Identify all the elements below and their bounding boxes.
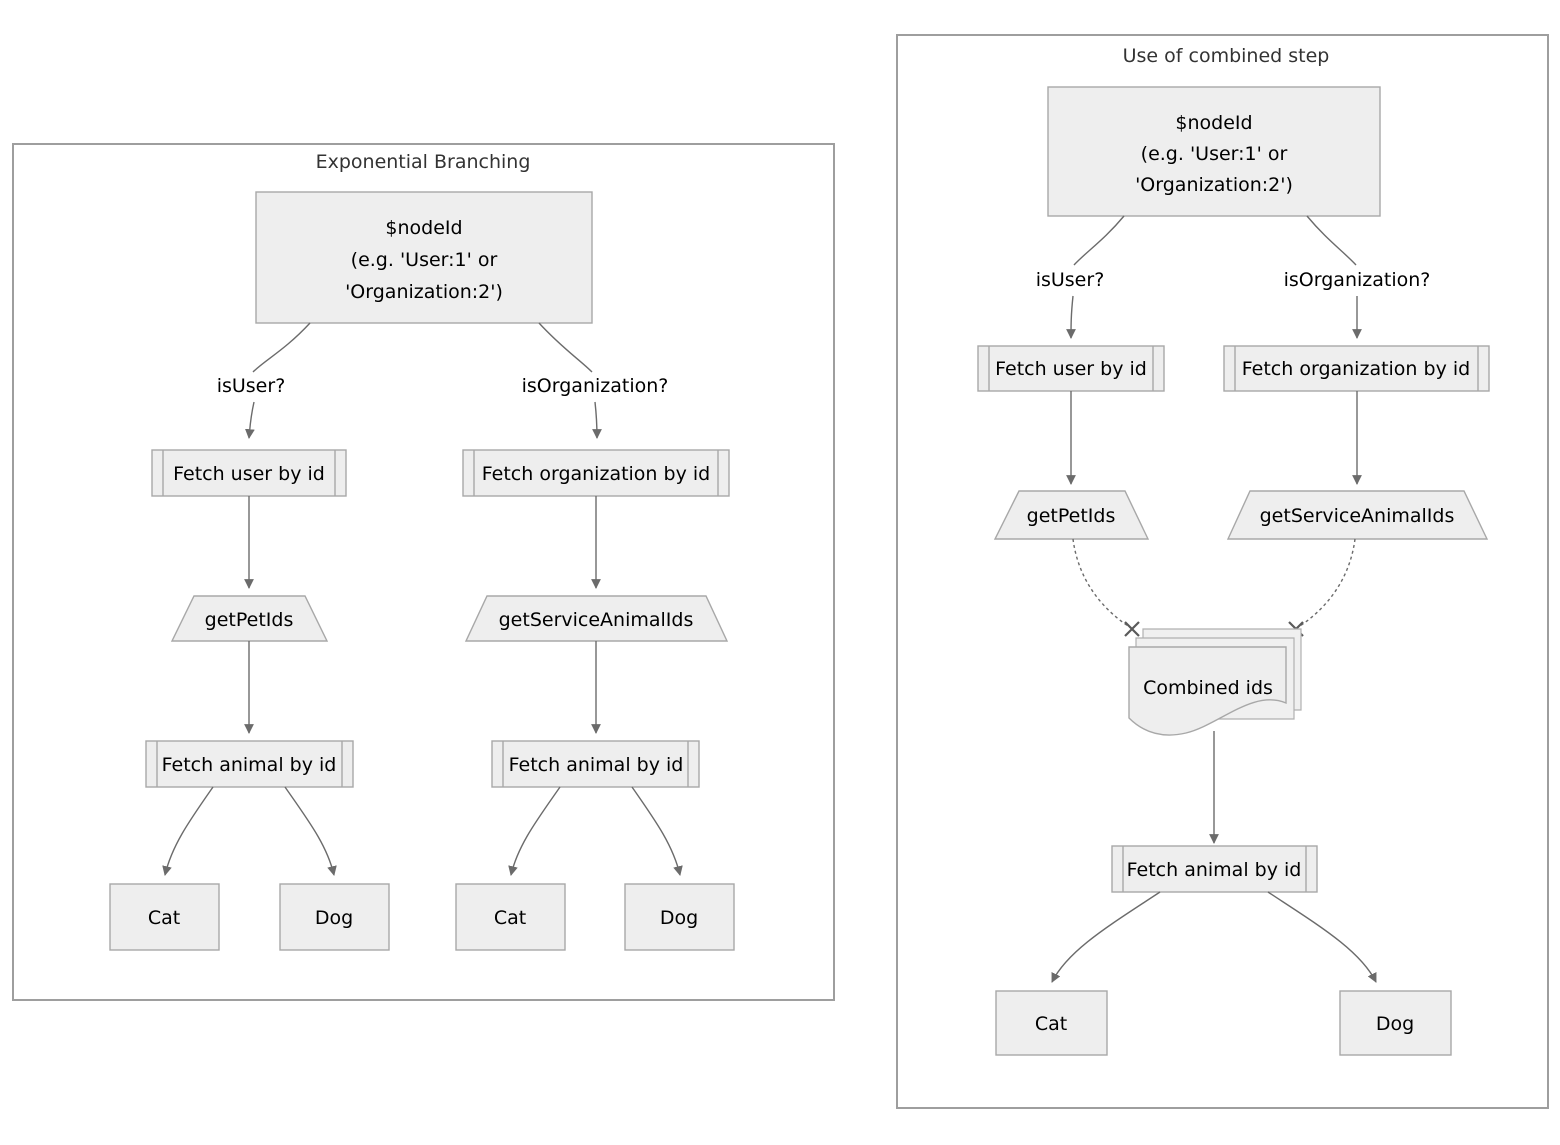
node-label: getServiceAnimalIds — [499, 609, 694, 631]
edge-label-isorganization-right: isOrganization? — [1284, 269, 1431, 291]
node-shape-trapezoid — [464, 595, 729, 642]
node-R-gs[interactable]: getServiceAnimalIds — [1226, 490, 1489, 540]
node-L-root[interactable]: $nodeId (e.g. 'User:1' or 'Organization:… — [255, 191, 593, 324]
node-label: getServiceAnimalIds — [1260, 505, 1455, 527]
node-label: Fetch animal by id — [509, 754, 684, 776]
node-L-dog1[interactable]: Dog — [279, 883, 390, 951]
edge-fa1-to-cat1 — [162, 786, 214, 876]
crossfoot-left-icon — [1124, 621, 1140, 637]
node-label-line-3: 'Organization:2') — [1135, 174, 1293, 196]
node-shape-trapezoid — [1226, 490, 1489, 540]
node-label: Dog — [315, 907, 353, 929]
node-shape-subroutine — [1223, 345, 1490, 392]
edge-fetchanimal-to-cat — [1051, 891, 1161, 983]
node-L-fa2[interactable]: Fetch animal by id — [491, 740, 700, 788]
node-label: Cat — [1035, 1013, 1067, 1035]
node-shape-subroutine — [1111, 845, 1318, 893]
node-label: Combined ids — [1143, 677, 1273, 699]
node-label: Fetch animal by id — [1127, 859, 1302, 881]
node-label: Fetch animal by id — [162, 754, 337, 776]
node-L-fa1[interactable]: Fetch animal by id — [145, 740, 354, 788]
edge-root-to-fetch-org-upper — [1306, 215, 1357, 266]
node-label-line-1: $nodeId — [1175, 112, 1252, 134]
node-shape-rect — [455, 883, 566, 951]
panel-border-left — [12, 143, 835, 1001]
node-label-line-2: (e.g. 'User:1' or — [351, 249, 498, 271]
panel-exponential-branching: Exponential Branching $nodeId (e.g. 'Use… — [12, 143, 835, 1001]
node-label: Fetch user by id — [995, 358, 1147, 380]
edge-root-to-fetch-user-lower — [1066, 295, 1076, 339]
node-L-dog2[interactable]: Dog — [624, 883, 735, 951]
edge-root-to-fetch-user-lower — [245, 401, 255, 439]
node-shape-subroutine — [145, 740, 354, 788]
node-shape-rect — [1339, 990, 1452, 1056]
node-R-dog[interactable]: Dog — [1339, 990, 1452, 1056]
node-L-cat1[interactable]: Cat — [109, 883, 220, 951]
node-label-line-3: 'Organization:2') — [345, 281, 503, 303]
node-R-fo[interactable]: Fetch organization by id — [1223, 345, 1490, 392]
edge-fa1-to-dog1 — [284, 786, 337, 876]
node-label: getPetIds — [1027, 505, 1116, 527]
node-shape-subroutine — [491, 740, 700, 788]
edge-root-to-fetch-org-upper — [538, 322, 593, 373]
node-L-fu[interactable]: Fetch user by id — [151, 449, 347, 497]
node-shape-subroutine — [977, 345, 1165, 392]
panel-use-of-combined-step: Use of combined step $nodeId (e.g. 'User… — [896, 34, 1549, 1109]
multi-doc-sheet-front — [1128, 646, 1287, 736]
edge-root-to-fetch-user-upper — [252, 322, 311, 373]
node-label: Fetch user by id — [173, 463, 325, 485]
node-shape-rect — [109, 883, 220, 951]
panel-border-right — [896, 34, 1549, 1109]
panel-title-left: Exponential Branching — [316, 151, 531, 173]
panel-title-right: Use of combined step — [1123, 45, 1330, 67]
node-label-line-1: $nodeId — [385, 217, 462, 239]
edge-root-to-fetch-user-upper — [1073, 215, 1125, 266]
node-R-fu[interactable]: Fetch user by id — [977, 345, 1165, 392]
edge-fa2-to-cat2 — [508, 786, 561, 876]
edge-label-isuser-left: isUser? — [217, 375, 286, 397]
node-L-cat2[interactable]: Cat — [455, 883, 566, 951]
node-label: Dog — [660, 907, 698, 929]
node-label: Cat — [494, 907, 526, 929]
edge-getpetids-to-combined-dotted — [1072, 538, 1132, 629]
node-label: Fetch organization by id — [1242, 358, 1470, 380]
node-shape-trapezoid — [170, 595, 329, 642]
node-L-gp[interactable]: getPetIds — [170, 595, 329, 642]
node-R-root[interactable]: $nodeId (e.g. 'User:1' or 'Organization:… — [1047, 86, 1381, 217]
node-label: Cat — [148, 907, 180, 929]
node-label: Fetch organization by id — [482, 463, 710, 485]
edge-fa2-to-dog2 — [631, 786, 683, 876]
node-shape-rect — [624, 883, 735, 951]
node-R-cat[interactable]: Cat — [995, 990, 1108, 1056]
node-label-line-2: (e.g. 'User:1' or — [1141, 143, 1288, 165]
node-shape-trapezoid — [993, 490, 1150, 540]
edge-getserviceanimalids-to-combined-dotted — [1296, 538, 1356, 629]
node-label: getPetIds — [205, 609, 294, 631]
node-R-fa[interactable]: Fetch animal by id — [1111, 845, 1318, 893]
node-shape-rect — [1047, 86, 1381, 217]
edge-label-isorganization-left: isOrganization? — [522, 375, 669, 397]
node-shape-subroutine — [462, 449, 730, 497]
node-R-gp[interactable]: getPetIds — [993, 490, 1150, 540]
node-shape-rect — [255, 191, 593, 324]
edge-fetchanimal-to-dog — [1267, 891, 1377, 983]
edge-label-isuser-right: isUser? — [1036, 269, 1105, 291]
node-R-comb[interactable]: Combined ids — [1128, 628, 1302, 736]
node-shape-subroutine — [151, 449, 347, 497]
node-L-gs[interactable]: getServiceAnimalIds — [464, 595, 729, 642]
node-label: Dog — [1376, 1013, 1414, 1035]
node-shape-rect — [279, 883, 390, 951]
node-L-fo[interactable]: Fetch organization by id — [462, 449, 730, 497]
edge-root-to-fetch-org-lower — [592, 401, 602, 439]
node-shape-rect — [995, 990, 1108, 1056]
